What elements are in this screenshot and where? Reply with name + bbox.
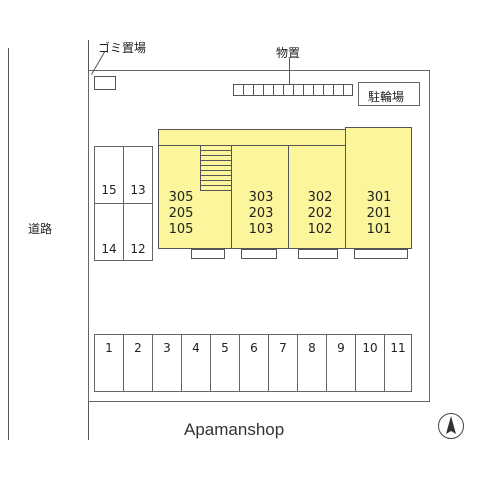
road-line bbox=[8, 48, 9, 440]
unit-202: 202 bbox=[307, 206, 333, 221]
north-arrow-icon bbox=[437, 412, 465, 440]
unit-303: 303 bbox=[248, 190, 274, 205]
unit-203: 203 bbox=[248, 206, 274, 221]
parking-slot-label: 12 bbox=[130, 242, 146, 256]
parking-slot-7: 7 bbox=[268, 334, 298, 392]
unit-numbers-col4: 301 201 101 bbox=[358, 190, 400, 238]
storage-label: 物置 bbox=[276, 46, 301, 60]
parking-slot-label: 4 bbox=[192, 341, 200, 355]
parking-slot-label: 3 bbox=[163, 341, 171, 355]
unit-numbers-col1: 305 205 105 bbox=[162, 190, 200, 238]
storage-area bbox=[233, 84, 353, 96]
unit-101: 101 bbox=[366, 222, 392, 237]
parking-slot-label: 2 bbox=[134, 341, 142, 355]
parking-slot-3: 3 bbox=[152, 334, 182, 392]
parking-slot-5: 5 bbox=[210, 334, 240, 392]
parking-slot-label: 11 bbox=[390, 341, 406, 355]
garbage-area bbox=[94, 76, 116, 90]
building-unit-column-4 bbox=[345, 127, 412, 249]
parking-slot-label: 9 bbox=[337, 341, 345, 355]
unit-305: 305 bbox=[168, 190, 194, 205]
brand-text: Apamanshop bbox=[184, 420, 285, 439]
unit-301: 301 bbox=[366, 190, 392, 205]
parking-slot-8: 8 bbox=[297, 334, 327, 392]
unit-201: 201 bbox=[366, 206, 392, 221]
parking-slot-4: 4 bbox=[181, 334, 211, 392]
parking-slot-label: 13 bbox=[130, 183, 146, 197]
bicycle-parking-label: 駐輪場 bbox=[368, 90, 405, 104]
unit-numbers-col2: 303 203 103 bbox=[241, 190, 281, 238]
unit-105: 105 bbox=[168, 222, 194, 237]
parking-slot-label: 7 bbox=[279, 341, 287, 355]
parking-slot-2: 2 bbox=[123, 334, 153, 392]
balcony bbox=[298, 249, 338, 259]
building-unit-column-2 bbox=[231, 145, 289, 249]
balcony bbox=[191, 249, 225, 259]
parking-slot-label: 8 bbox=[308, 341, 316, 355]
garbage-area-label: ゴミ置場 bbox=[98, 41, 147, 55]
stairs bbox=[200, 146, 231, 191]
parking-slot-11: 11 bbox=[384, 334, 412, 392]
unit-103: 103 bbox=[248, 222, 274, 237]
building-unit-column-3 bbox=[288, 145, 346, 249]
parking-row-bottom: 1 2 3 4 5 6 7 8 9 10 11 bbox=[94, 334, 412, 392]
parking-slot-14: 14 bbox=[94, 203, 124, 261]
parking-slot-label: 1 bbox=[105, 341, 113, 355]
parking-slot-label: 6 bbox=[250, 341, 258, 355]
balcony bbox=[241, 249, 277, 259]
parking-slot-13: 13 bbox=[123, 146, 153, 204]
bicycle-parking bbox=[358, 82, 420, 106]
parking-slot-label: 14 bbox=[101, 242, 117, 256]
parking-slot-label: 5 bbox=[221, 341, 229, 355]
road-label: 道路 bbox=[28, 222, 53, 236]
parking-slot-12: 12 bbox=[123, 203, 153, 261]
parking-slot-6: 6 bbox=[239, 334, 269, 392]
unit-102: 102 bbox=[307, 222, 333, 237]
unit-205: 205 bbox=[168, 206, 194, 221]
unit-302: 302 bbox=[307, 190, 333, 205]
parking-slot-10: 10 bbox=[355, 334, 385, 392]
parking-slot-label: 10 bbox=[362, 341, 378, 355]
parking-slot-label: 15 bbox=[101, 183, 117, 197]
balcony bbox=[354, 249, 408, 259]
unit-numbers-col3: 302 202 102 bbox=[300, 190, 340, 238]
parking-slot-15: 15 bbox=[94, 146, 124, 204]
parking-slot-1: 1 bbox=[94, 334, 124, 392]
parking-slot-9: 9 bbox=[326, 334, 356, 392]
storage-leader-line bbox=[289, 58, 290, 86]
